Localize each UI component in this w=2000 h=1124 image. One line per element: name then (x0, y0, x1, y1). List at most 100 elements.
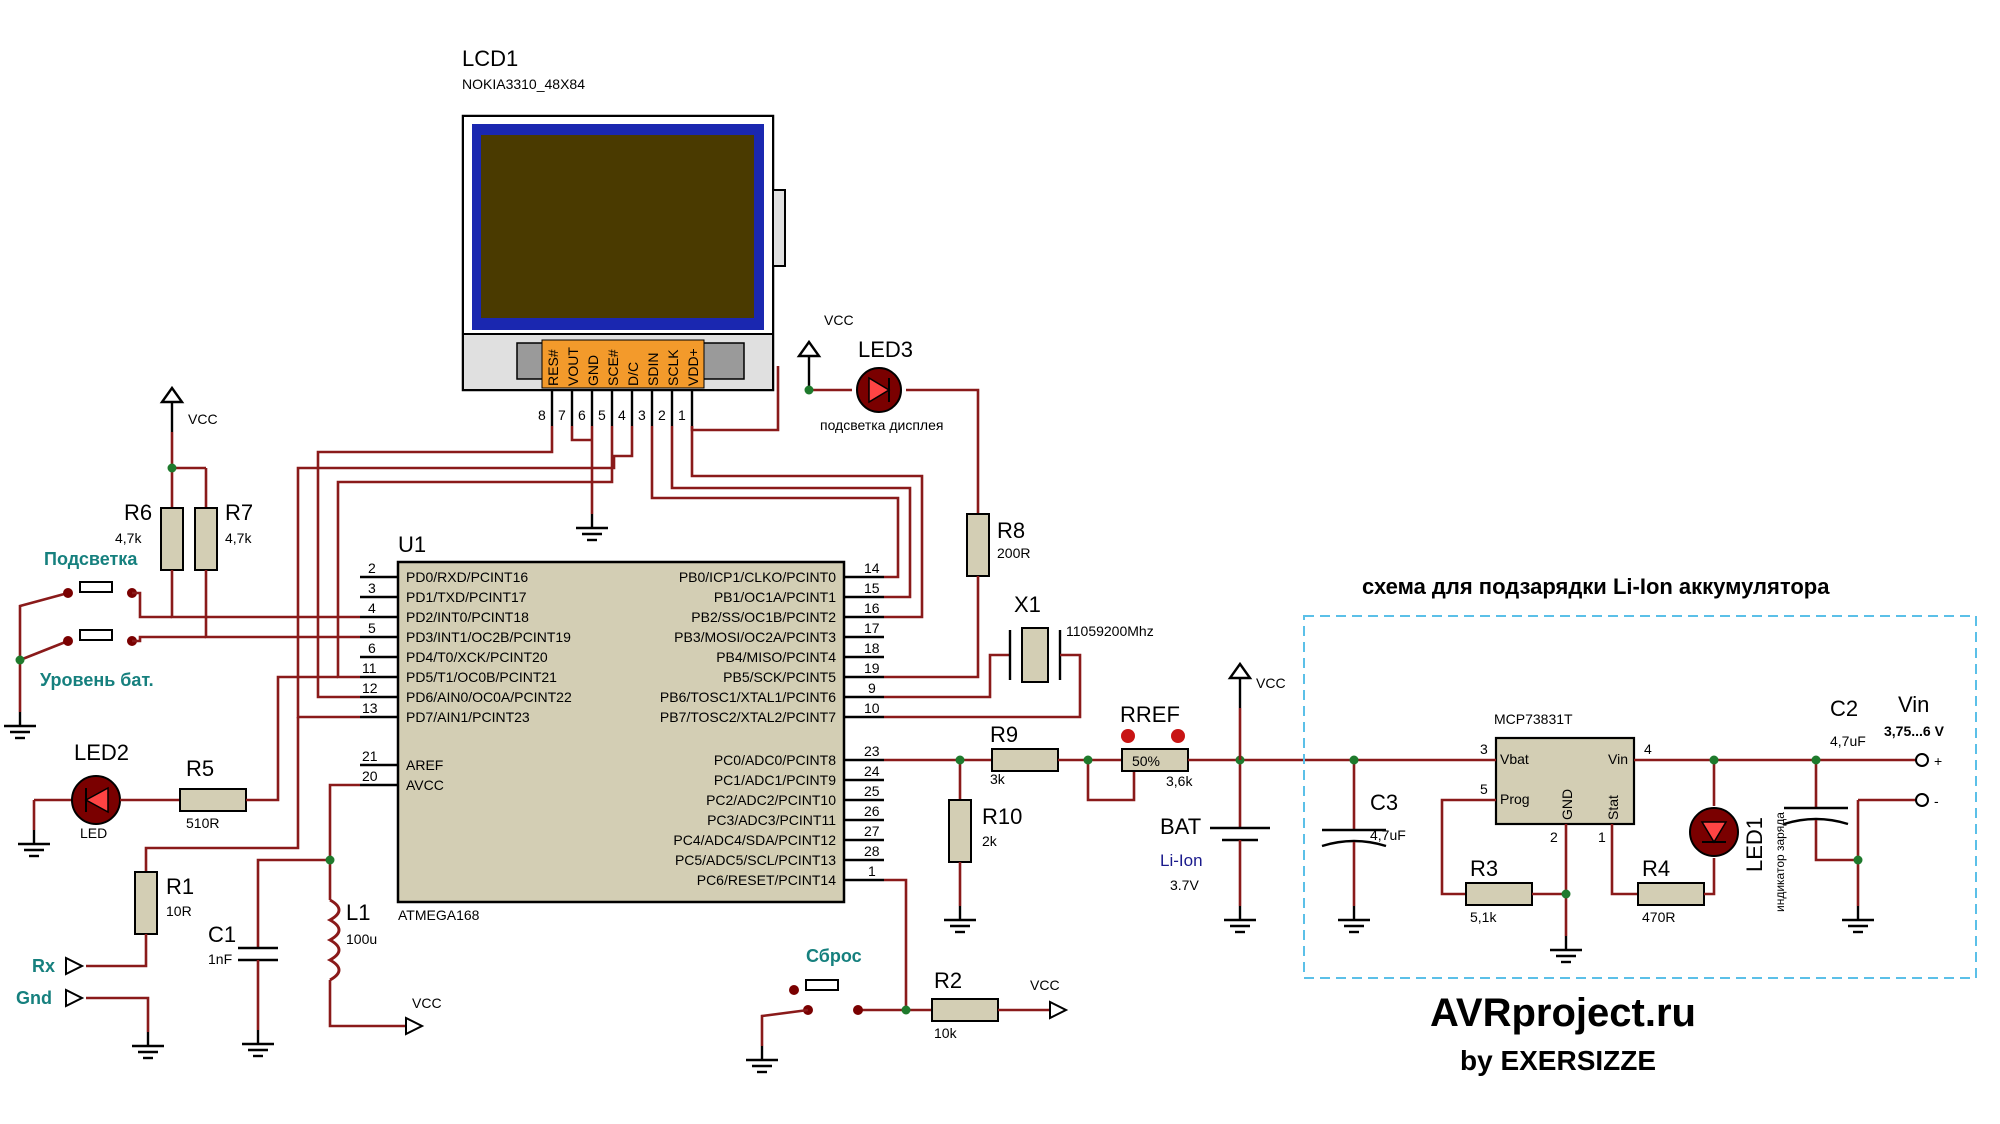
svg-text:8: 8 (538, 407, 546, 423)
svg-text:PC0/ADC0/PCINT8: PC0/ADC0/PCINT8 (714, 752, 836, 768)
svg-text:3: 3 (638, 407, 646, 423)
lcd-pin-numbers: 8 7 6 5 4 3 2 1 (538, 407, 686, 423)
svg-text:PB4/MISO/PCINT4: PB4/MISO/PCINT4 (716, 649, 836, 665)
svg-text:26: 26 (864, 803, 880, 819)
svg-text:13: 13 (362, 700, 378, 716)
svg-text:10: 10 (864, 700, 880, 716)
svg-text:AVCC: AVCC (406, 777, 444, 793)
mcp-pin-vbat: Vbat (1500, 751, 1529, 767)
led2 (32, 675, 338, 830)
backlight-button-label: Подсветка (44, 549, 138, 569)
svg-text:4: 4 (1644, 741, 1652, 757)
r6-val: 4,7k (115, 530, 142, 546)
rref-ref: RREF (1120, 702, 1180, 727)
mcp-part: MCP73831T (1494, 711, 1573, 727)
svg-text:12: 12 (362, 680, 378, 696)
u1-part: ATMEGA168 (398, 907, 480, 923)
ground-symbol (240, 1028, 276, 1058)
ground-symbol (1548, 934, 1584, 964)
svg-text:25: 25 (864, 783, 880, 799)
led3-ref: LED3 (858, 337, 913, 362)
r9-val: 3k (990, 771, 1006, 787)
bat-type: Li-Ion (1160, 851, 1203, 870)
svg-text:16: 16 (864, 600, 880, 616)
reset-circuit (858, 878, 1069, 1022)
svg-text:PD2/INT0/PCINT18: PD2/INT0/PCINT18 (406, 609, 529, 625)
svg-text:PB0/ICP1/CLKO/PCINT0: PB0/ICP1/CLKO/PCINT0 (679, 569, 836, 585)
svg-text:20: 20 (362, 768, 378, 784)
gnd-label: Gnd (16, 988, 52, 1008)
svg-text:PB3/MOSI/OC2A/PCINT3: PB3/MOSI/OC2A/PCINT3 (674, 629, 836, 645)
lcd-pin-sce: SCE# (605, 349, 621, 386)
svg-text:PD6/AIN0/OC0A/PCINT22: PD6/AIN0/OC0A/PCINT22 (406, 689, 572, 705)
c3-val: 4,7uF (1370, 827, 1406, 843)
r5-val: 510R (186, 815, 219, 831)
charger-section-frame (1303, 615, 1977, 979)
svg-text:3: 3 (1480, 741, 1488, 757)
svg-text:PC4/ADC4/SDA/PCINT12: PC4/ADC4/SDA/PCINT12 (673, 832, 836, 848)
r10-ref: R10 (982, 804, 1022, 829)
r8-ref: R8 (997, 518, 1025, 543)
lcd-pin-vout: VOUT (565, 347, 581, 386)
svg-text:PB1/OC1A/PCINT1: PB1/OC1A/PCINT1 (714, 589, 836, 605)
svg-text:1: 1 (1598, 829, 1606, 845)
vin-minus: - (1934, 793, 1939, 809)
avcc-filter (238, 783, 425, 1036)
svg-text:PD1/TXD/PCINT17: PD1/TXD/PCINT17 (406, 589, 527, 605)
battery-level-button-label: Уровень бат. (40, 670, 154, 690)
lcd-pin-labels: RES# VOUT GND SCE# D/C SDIN SCLK VDD+ (545, 347, 701, 386)
led1-desc: индикатор заряда (1773, 812, 1787, 912)
svg-text:PC5/ADC5/SCL/PCINT13: PC5/ADC5/SCL/PCINT13 (675, 852, 836, 868)
svg-text:5: 5 (598, 407, 606, 423)
u1-left-pin-numbers: 2 3 4 5 6 11 12 13 21 20 (362, 560, 378, 784)
r1-ref: R1 (166, 874, 194, 899)
backlight-button[interactable] (18, 581, 172, 660)
rref-pct: 50% (1132, 753, 1160, 769)
bat-ref: BAT (1160, 814, 1201, 839)
svg-text:19: 19 (864, 660, 880, 676)
watermark-site: AVRproject.ru (1430, 991, 1696, 1035)
svg-text:PB2/SS/OC1B/PCINT2: PB2/SS/OC1B/PCINT2 (691, 609, 836, 625)
svg-text:PD3/INT1/OC2B/PCINT19: PD3/INT1/OC2B/PCINT19 (406, 629, 571, 645)
u1-right-pin-numbers: 14 15 16 17 18 19 9 10 23 24 25 26 27 28… (864, 560, 880, 879)
u1-ref: U1 (398, 532, 426, 557)
pullup-resistors (160, 432, 360, 639)
reset-button[interactable] (760, 979, 863, 1046)
svg-text:23: 23 (864, 743, 880, 759)
led1-ref: LED1 (1742, 817, 1767, 872)
vcc-label: VCC (1256, 675, 1286, 691)
r7-ref: R7 (225, 500, 253, 525)
u1-left-pin-names: PD0/RXD/PCINT16 PD1/TXD/PCINT17 PD2/INT0… (406, 569, 572, 793)
lcd-pin-res: RES# (545, 349, 561, 386)
battery-level-button[interactable] (19, 629, 206, 662)
ground-symbol (744, 1044, 780, 1074)
battery-sense (884, 729, 1390, 906)
r5-ref: R5 (186, 756, 214, 781)
lcd-pin-stubs (550, 390, 694, 426)
svg-text:2: 2 (368, 560, 376, 576)
svg-text:2: 2 (658, 407, 666, 423)
r9-ref: R9 (990, 722, 1018, 747)
vcc-symbol (1228, 662, 1252, 710)
svg-text:14: 14 (864, 560, 880, 576)
r2-val: 10k (934, 1025, 958, 1041)
svg-text:7: 7 (558, 407, 566, 423)
svg-text:PB5/SCK/PCINT5: PB5/SCK/PCINT5 (723, 669, 836, 685)
svg-text:4: 4 (368, 600, 376, 616)
ground-symbol (942, 904, 978, 934)
svg-text:24: 24 (864, 763, 880, 779)
svg-text:17: 17 (864, 620, 880, 636)
vin-plus: + (1934, 753, 1942, 769)
ground-symbol (16, 828, 52, 858)
lcd-pin-dc: D/C (625, 362, 641, 386)
mcp-pin-stat: Stat (1605, 795, 1621, 820)
l1-ref: L1 (346, 900, 370, 925)
svg-text:5: 5 (368, 620, 376, 636)
ground-symbol (130, 1030, 166, 1060)
r3-val: 5,1k (1470, 909, 1497, 925)
x1-val: 11059200Mhz (1066, 623, 1154, 639)
c1-val: 1nF (208, 951, 232, 967)
u1-right-stubs (844, 575, 884, 882)
svg-text:PD5/T1/OC0B/PCINT21: PD5/T1/OC0B/PCINT21 (406, 669, 557, 685)
svg-text:1: 1 (868, 863, 876, 879)
